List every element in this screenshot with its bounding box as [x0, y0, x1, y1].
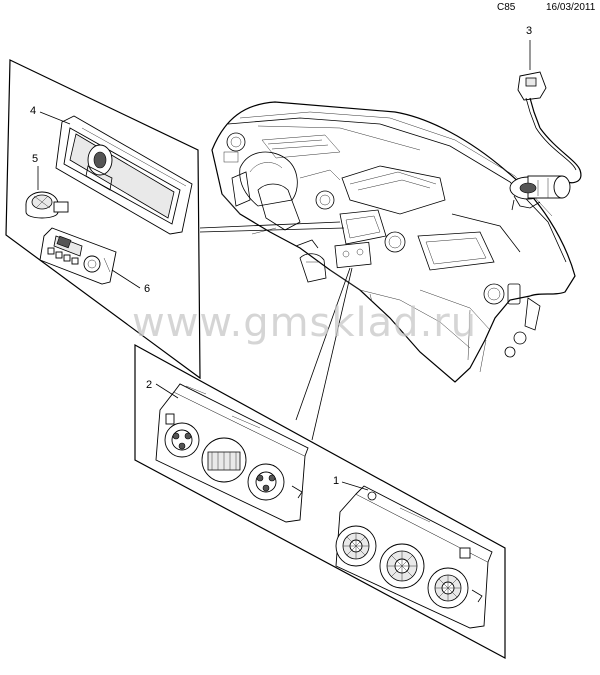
- part-6-control-panel: [39, 227, 117, 285]
- svg-text:6: 6: [144, 283, 150, 295]
- svg-text:4: 4: [30, 105, 36, 117]
- part-1-climate-panel: [335, 485, 493, 629]
- inset-box-top: [5, 59, 345, 380]
- diagram-code: C85: [497, 2, 516, 13]
- callout-1: 1: [333, 475, 369, 491]
- dashboard-illustration: [211, 101, 576, 383]
- svg-text:5: 5: [32, 153, 38, 165]
- callout-2: 2: [146, 379, 179, 399]
- callout-6: 6: [111, 269, 150, 295]
- part-2-climate-panel: [155, 383, 309, 523]
- watermark: www.gmsklad.ru: [132, 300, 477, 346]
- svg-text:1: 1: [333, 475, 339, 487]
- inset-box-bottom: [134, 267, 506, 660]
- svg-text:3: 3: [526, 25, 532, 37]
- svg-text:2: 2: [146, 379, 152, 391]
- callout-3: 3: [526, 25, 532, 37]
- part-4-trim-bezel: [55, 115, 193, 235]
- part-3-connector-harness: [509, 40, 582, 211]
- callout-5: 5: [32, 153, 39, 190]
- part-5-knob: [25, 191, 69, 219]
- callout-4: 4: [30, 105, 71, 125]
- diagram-date: 16/03/2011: [546, 2, 596, 13]
